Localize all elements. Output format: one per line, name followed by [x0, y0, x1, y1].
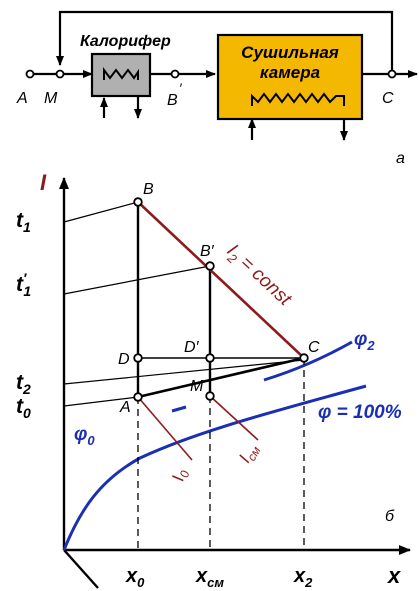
ix-chart: I x B [16, 170, 411, 590]
point-c [299, 353, 309, 363]
x-tick-xcm: xсм [195, 565, 224, 590]
node-a [25, 69, 35, 79]
heater-label: Калорифер [80, 33, 171, 50]
node-c [387, 69, 397, 79]
recirculation-line [56, 10, 394, 74]
label-point-b: B [143, 181, 154, 198]
node-b-prime [170, 69, 180, 79]
i0-label: I0 [168, 467, 192, 483]
scheme-label-b-prime: B [167, 92, 178, 109]
x-axis-label: x [387, 563, 401, 588]
enthalpy-line-i2 [137, 201, 305, 359]
phi100-label: φ = 100% [318, 402, 402, 423]
point-b-prime [205, 261, 215, 271]
oblique-axis-stub [63, 549, 99, 589]
scheme-label-a: A [16, 90, 28, 107]
chamber-label-line2: камера [260, 63, 320, 82]
phi2-curve-upper [263, 340, 353, 382]
chart-caption: б [385, 508, 395, 525]
drying-chamber-box [216, 33, 364, 121]
enthalpy-line-i0 [137, 396, 193, 461]
enthalpy-line-label: I2 = const [221, 240, 296, 312]
scheme-label-c: C [382, 90, 394, 107]
enthalpy-line-icm [209, 395, 259, 441]
label-point-b-prime: B′ [200, 243, 215, 260]
label-point-d: D [118, 351, 130, 368]
drying-scheme: Калорифер Сушильная камера A M B ′ C а [16, 10, 418, 167]
isotherm-t1 [63, 201, 139, 223]
label-point-c: C [308, 339, 320, 356]
phi0-label: φ0 [74, 424, 95, 448]
x-tick-x2: x2 [293, 565, 313, 590]
point-d [133, 353, 143, 363]
y-tick-t1-prime: t′1 [16, 270, 31, 299]
mixing-line-a-c [137, 356, 305, 399]
scheme-caption: а [396, 150, 405, 167]
point-b [133, 197, 143, 207]
scheme-label-m: M [44, 90, 58, 107]
scheme-label-b-prime-mark: ′ [179, 80, 183, 96]
label-point-m: M [190, 378, 204, 395]
isotherm-t2 [63, 359, 305, 385]
phi-100-curve [62, 384, 367, 551]
y-tick-t0: t0 [16, 395, 31, 421]
chamber-coil [251, 92, 345, 106]
point-d-prime [205, 353, 215, 363]
phi2-label: φ2 [354, 329, 375, 353]
node-m [55, 69, 65, 79]
x-tick-x0: x0 [125, 565, 145, 590]
y-tick-t1: t1 [16, 209, 31, 235]
y-axis-label: I [40, 170, 47, 195]
isotherm-t0 [63, 396, 139, 407]
icm-label: Iсм [235, 440, 264, 467]
y-tick-t2: t2 [16, 371, 31, 397]
point-m [205, 391, 215, 401]
chamber-label-line1: Сушильная [241, 43, 339, 62]
label-point-d-prime: D′ [184, 339, 200, 356]
point-a [133, 392, 143, 402]
heater-coil [103, 67, 139, 80]
phi0-curve-segment [171, 405, 187, 413]
label-point-a: A [119, 399, 131, 416]
